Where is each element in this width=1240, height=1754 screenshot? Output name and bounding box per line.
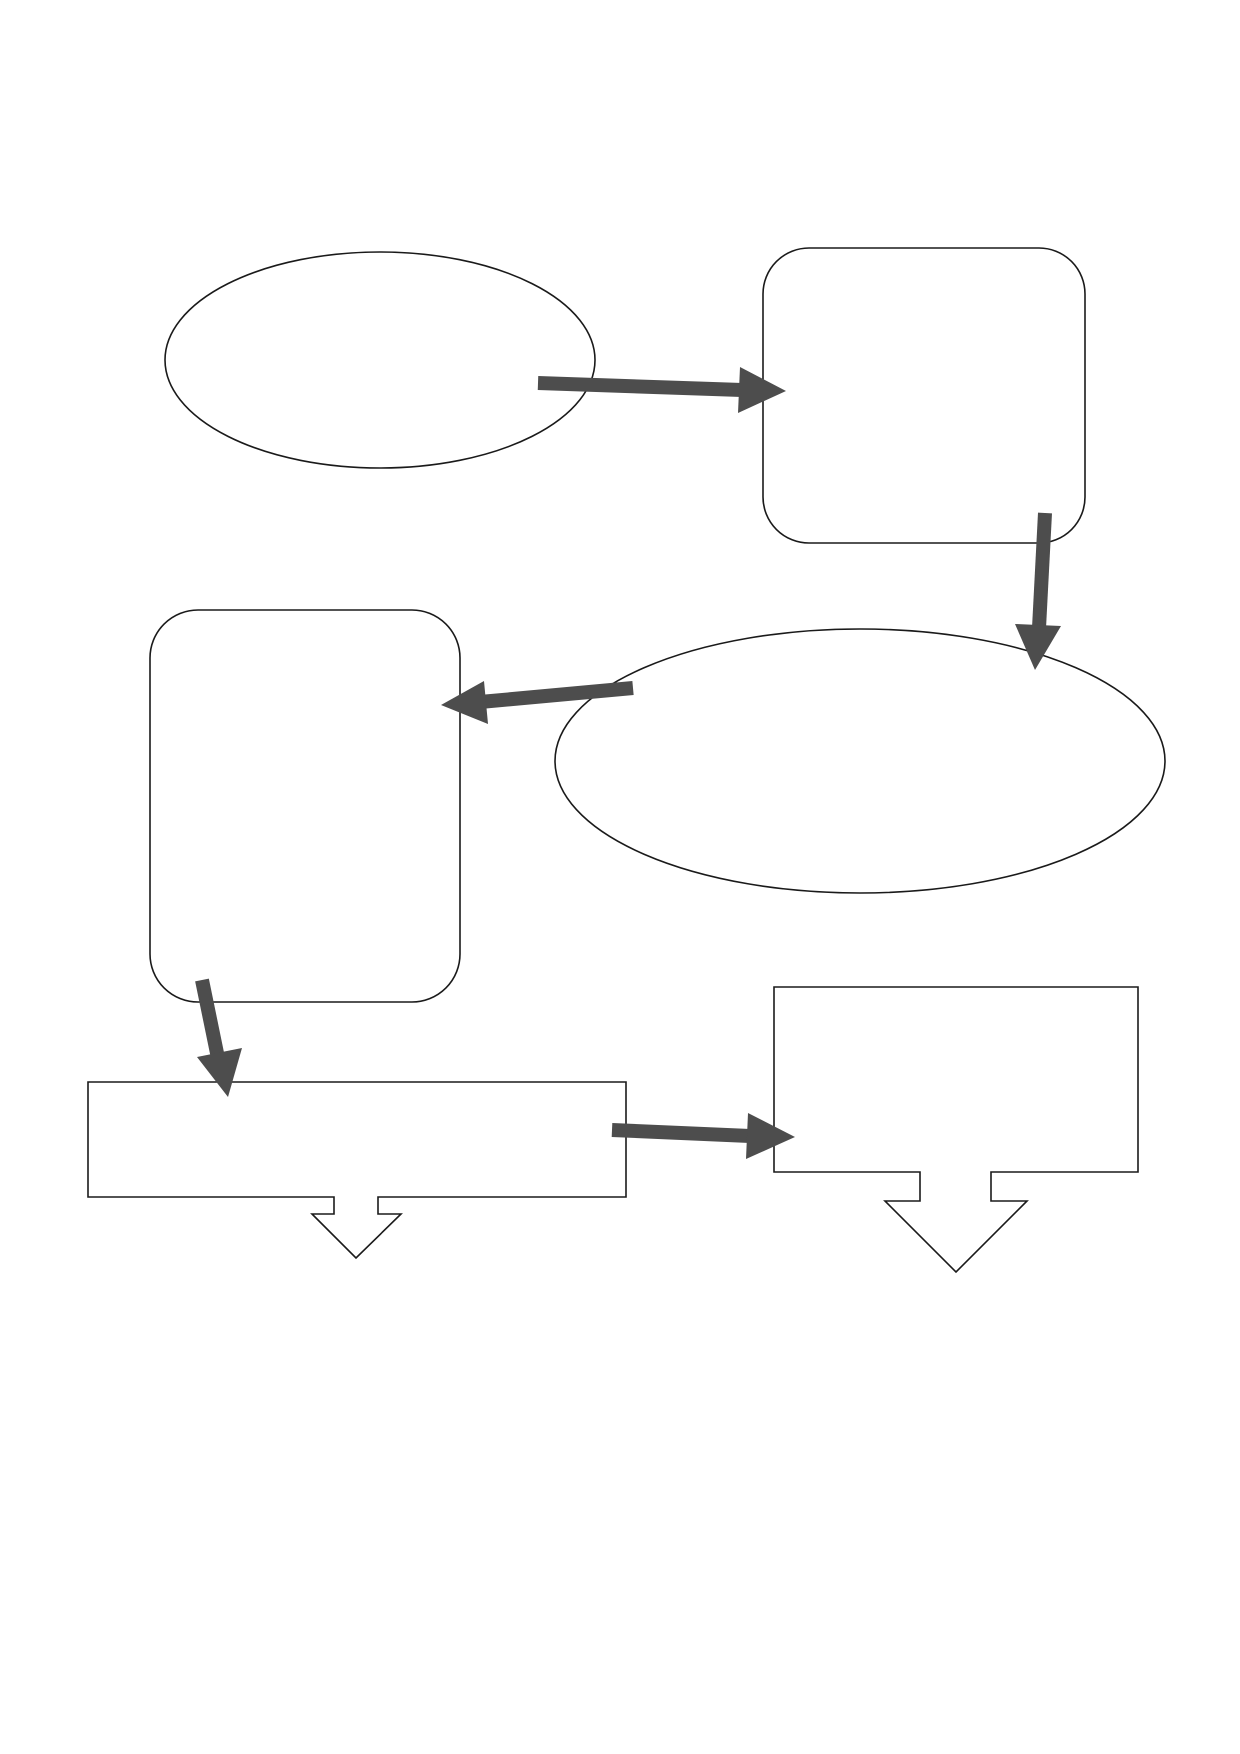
node-ellipse-start xyxy=(164,251,596,469)
connector-arrow-2-to-3 xyxy=(1015,512,1061,670)
connector-arrow-5-to-6 xyxy=(611,1113,795,1159)
node-callout-bottom-left xyxy=(87,1081,627,1260)
node-rounded-rect-middle xyxy=(149,609,461,1003)
connector-arrow-1-to-2 xyxy=(537,367,786,413)
connector-arrow-3-to-4 xyxy=(441,681,634,724)
node-callout-bottom-right xyxy=(773,986,1139,1274)
connector-arrow-4-to-5 xyxy=(195,978,242,1097)
node-rounded-rect-top xyxy=(762,247,1086,544)
node-ellipse-middle xyxy=(554,628,1166,894)
